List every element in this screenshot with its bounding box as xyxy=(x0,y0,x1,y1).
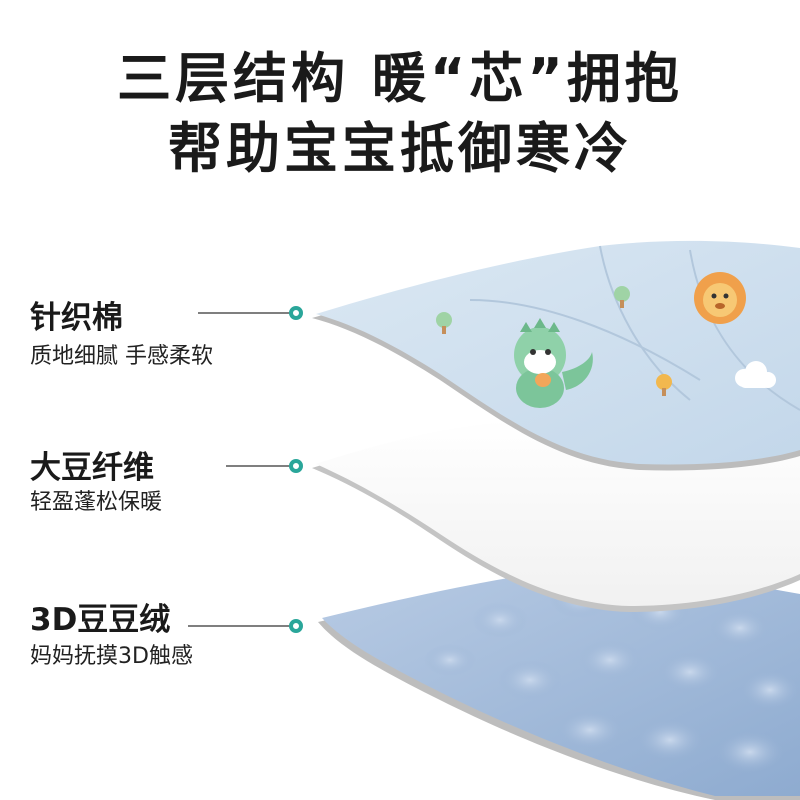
layer-2-title: 大豆纤维 xyxy=(30,450,154,486)
connector-2 xyxy=(226,459,303,473)
headline-line-2: 帮助宝宝抵御寒冷 xyxy=(168,117,632,180)
dinosaur-print-icon xyxy=(514,318,593,408)
connector-dot-icon xyxy=(289,306,303,320)
connector-dot-icon xyxy=(289,619,303,633)
headline-line-1: 三层结构 暖“芯”拥抱 xyxy=(117,47,683,110)
layer-3-subtitle: 妈妈抚摸3D触感 xyxy=(30,644,193,669)
connector-dot-icon xyxy=(289,459,303,473)
knit-cotton-layer xyxy=(312,240,800,471)
plush-layer xyxy=(318,567,800,800)
layer-3-title: 3D豆豆绒 xyxy=(30,602,171,638)
layer-2-subtitle: 轻盈蓬松保暖 xyxy=(30,490,163,515)
connector-1 xyxy=(198,306,303,320)
cloud-print-icon xyxy=(735,361,776,388)
lion-print-icon xyxy=(694,272,746,324)
layer-1-subtitle: 质地细腻 手感柔软 xyxy=(30,344,213,369)
quilt-stitch-lines xyxy=(469,245,800,411)
tree-print-icon xyxy=(436,286,672,396)
layer-1-title: 针织棉 xyxy=(30,300,123,336)
connector-3 xyxy=(188,619,303,633)
